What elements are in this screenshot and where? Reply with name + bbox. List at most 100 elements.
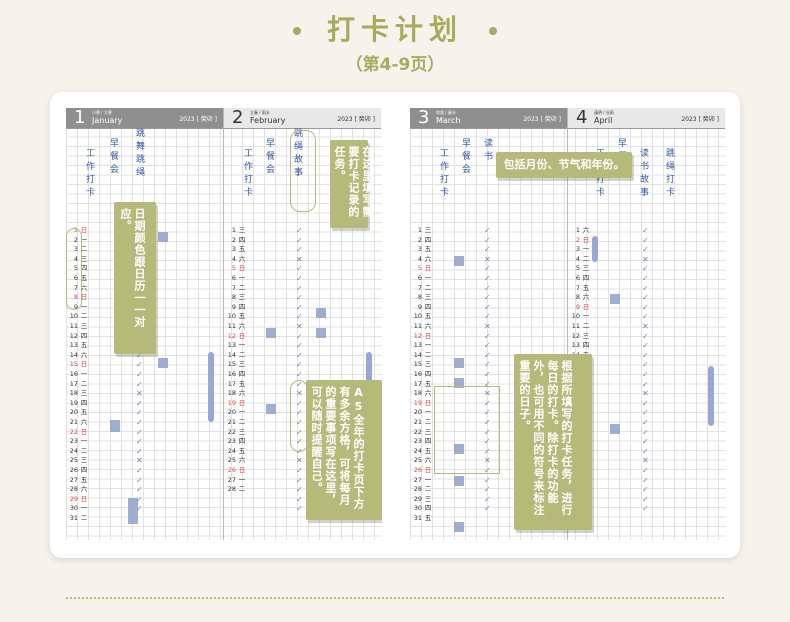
month-year: 2023 [ 癸卯 ] xyxy=(681,116,719,123)
check-mark: ✕ xyxy=(296,389,303,399)
day-number: 23 xyxy=(413,437,422,446)
weekday: 二 xyxy=(238,485,246,494)
check-mark: ✓ xyxy=(136,485,143,495)
highlight-mark xyxy=(316,328,326,338)
day-number: 26 xyxy=(413,466,422,474)
check-mark: ✓ xyxy=(136,370,143,379)
day-number: 27 xyxy=(227,475,236,484)
callout-fill-tasks-text: 在这里填写需要打卡记录的任务。 xyxy=(333,146,374,218)
weekday: 日 xyxy=(80,360,88,369)
check-mark: ✓ xyxy=(642,398,649,408)
check-mark: ✕ xyxy=(136,389,143,399)
weekday: 六 xyxy=(424,254,432,263)
day-number: 15 xyxy=(413,360,422,369)
check-mark: ✓ xyxy=(484,293,491,303)
check-mark: ✓ xyxy=(296,408,303,418)
weekday: 五 xyxy=(80,274,88,282)
check-mark: ✓ xyxy=(296,475,303,485)
weekday: 日 xyxy=(424,398,432,407)
day-number: 5 xyxy=(575,264,580,273)
day-number: 28 xyxy=(227,485,236,494)
weekday: 日 xyxy=(424,466,432,474)
day-number: 2 xyxy=(231,235,236,244)
month-name: March xyxy=(436,116,461,125)
day-number: 10 xyxy=(227,312,236,321)
check-mark: ✓ xyxy=(296,494,303,504)
weekday: 一 xyxy=(582,245,590,254)
weekday: 日 xyxy=(424,264,432,273)
check-mark: ✓ xyxy=(642,370,649,379)
day-number: 13 xyxy=(571,341,580,350)
check-mark: ✓ xyxy=(136,360,143,370)
weekday: 二 xyxy=(80,245,88,254)
weekday: 三 xyxy=(80,389,88,398)
weekday: 四 xyxy=(424,437,432,446)
check-mark: ✕ xyxy=(484,254,491,264)
day-number: 17 xyxy=(69,379,78,388)
column-header: 工作打卡 xyxy=(244,149,254,198)
day-number: 2 xyxy=(73,235,78,244)
check-mark: ✓ xyxy=(296,437,303,447)
check-mark: ✓ xyxy=(642,446,649,456)
highlight-mark xyxy=(454,378,464,388)
check-mark: ✕ xyxy=(296,456,303,466)
day-number: 7 xyxy=(73,283,78,292)
day-number: 17 xyxy=(227,379,236,388)
day-number: 25 xyxy=(69,456,78,465)
check-mark: ✓ xyxy=(296,293,303,303)
day-number: 31 xyxy=(413,514,422,522)
weekday: 五 xyxy=(80,475,88,484)
check-mark: ✓ xyxy=(642,485,649,495)
column-header: 工作打卡 xyxy=(440,149,450,198)
check-mark: ✓ xyxy=(642,283,649,293)
highlight-box-checks xyxy=(434,386,500,474)
check-mark: ✓ xyxy=(642,437,649,447)
day-number: 30 xyxy=(413,504,422,513)
check-mark: ✓ xyxy=(484,466,491,475)
column-header: 跳绳打卡 xyxy=(666,149,676,198)
weekday: 日 xyxy=(238,264,246,273)
check-mark: ✓ xyxy=(296,418,303,427)
highlight-mark xyxy=(158,232,168,242)
weekday: 二 xyxy=(424,418,432,426)
weekday: 四 xyxy=(80,466,88,474)
planner-spread: 1 小寒 / 大寒 January 2023 [ 癸卯 ] 2 立春 / 雨水 … xyxy=(50,92,740,558)
day-number: 22 xyxy=(69,427,78,436)
day-number: 18 xyxy=(227,389,236,398)
day-number: 8 xyxy=(73,293,78,302)
check-mark: ✓ xyxy=(136,408,143,418)
weekday: 三 xyxy=(238,226,246,234)
column-header: 早餐会 xyxy=(110,139,120,175)
day-number: 1 xyxy=(575,226,580,234)
weekday: 六 xyxy=(424,456,432,465)
weekday: 四 xyxy=(80,398,88,407)
weekday: 二 xyxy=(80,379,88,388)
check-mark: ✓ xyxy=(484,302,491,312)
weekday: 二 xyxy=(80,514,88,522)
month-number: 4 xyxy=(576,108,588,128)
month-name: April xyxy=(594,116,613,125)
weekday: 一 xyxy=(80,370,88,378)
check-mark: ✓ xyxy=(484,264,491,274)
month-solar-terms: 清明 / 谷雨 xyxy=(594,110,614,115)
